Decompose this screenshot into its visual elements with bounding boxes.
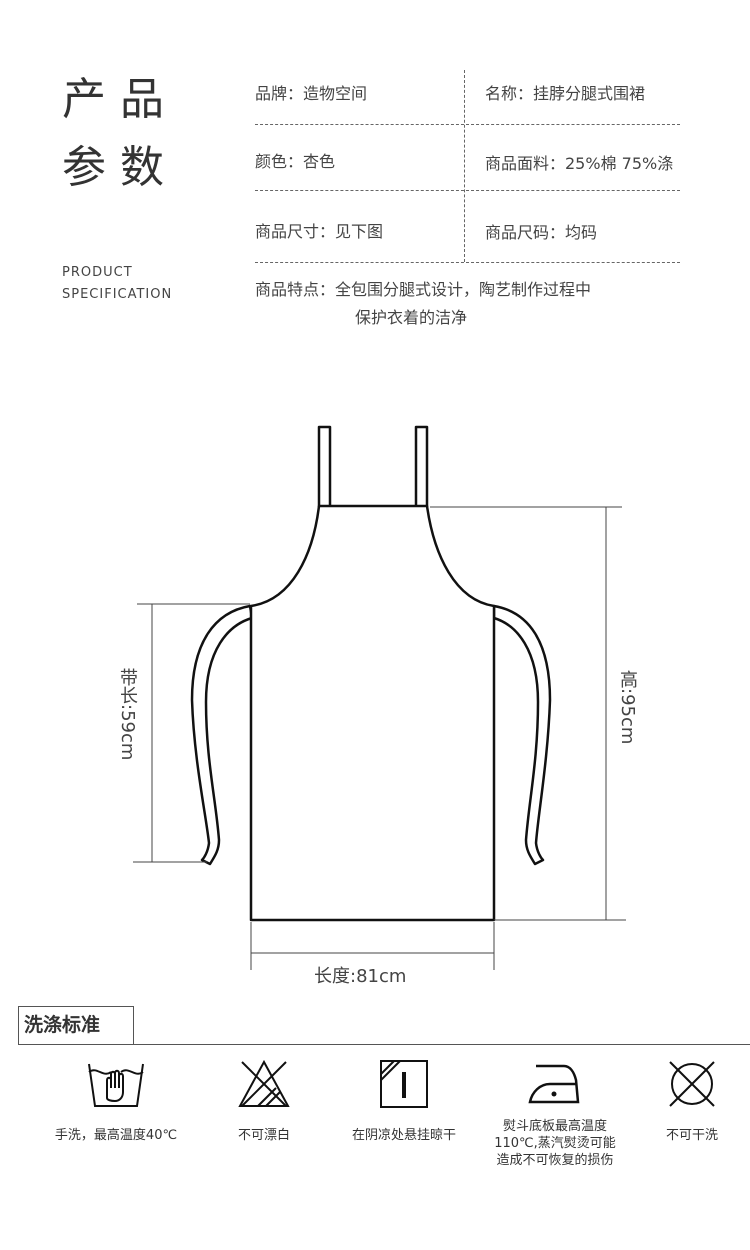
spec-fabric: 商品面料：25%棉 75%涤 bbox=[485, 154, 674, 173]
care-label-iron: 熨斗底板最高温度 110℃,蒸汽熨烫可能造成不可恢复的损伤 bbox=[494, 1119, 616, 1168]
iron-icon bbox=[528, 1064, 580, 1104]
care-label-shade-dry: 在阴凉处悬挂晾干 bbox=[351, 1128, 456, 1143]
neck-strap-right bbox=[414, 425, 429, 509]
apron-diagram bbox=[133, 425, 626, 970]
no-dry-clean-icon bbox=[669, 1061, 715, 1107]
column-divider bbox=[464, 70, 465, 262]
hand-wash-icon bbox=[88, 1063, 144, 1107]
no-bleach-icon bbox=[238, 1059, 290, 1107]
title-en-line2: SPECIFICATION bbox=[62, 287, 173, 302]
care-label-no-bleach: 不可漂白 bbox=[237, 1128, 290, 1143]
spec-size-code: 商品尺码：均码 bbox=[485, 223, 598, 242]
waist-tie-left bbox=[190, 604, 254, 866]
divider bbox=[255, 190, 680, 191]
section-frame bbox=[18, 1044, 750, 1045]
spec-size: 商品尺寸：见下图 bbox=[255, 222, 384, 241]
divider bbox=[255, 262, 680, 263]
apron-body bbox=[249, 504, 496, 922]
section-frame bbox=[133, 1006, 134, 1044]
strap-length-label: 带长:59cm bbox=[117, 668, 138, 761]
care-label-hand-wash: 手洗，最高温度40℃ bbox=[54, 1128, 178, 1143]
section-frame bbox=[18, 1006, 134, 1007]
neck-strap-left bbox=[317, 425, 332, 509]
height-label: 高:95cm bbox=[617, 670, 638, 745]
spec-feature-line1: 商品特点：全包围分腿式设计，陶艺制作过程中 bbox=[255, 280, 592, 299]
title-line1: 产品 bbox=[62, 74, 178, 125]
section-frame bbox=[18, 1006, 19, 1044]
spec-name: 名称：挂脖分腿式围裙 bbox=[485, 84, 646, 103]
title-line2: 参数 bbox=[62, 142, 178, 193]
waist-tie-right bbox=[492, 604, 552, 866]
title-en-line1: PRODUCT bbox=[62, 265, 133, 280]
washing-title: 洗涤标准 bbox=[24, 1014, 101, 1036]
care-label-no-dry-clean: 不可干洗 bbox=[665, 1128, 718, 1143]
spec-feature-line2: 保护衣着的洁净 bbox=[355, 308, 468, 327]
width-label: 长度:81cm bbox=[314, 966, 407, 987]
divider bbox=[255, 124, 680, 125]
spec-color: 颜色：杏色 bbox=[255, 152, 336, 171]
shade-dry-icon bbox=[380, 1060, 428, 1108]
spec-brand: 品牌：造物空间 bbox=[255, 84, 368, 103]
